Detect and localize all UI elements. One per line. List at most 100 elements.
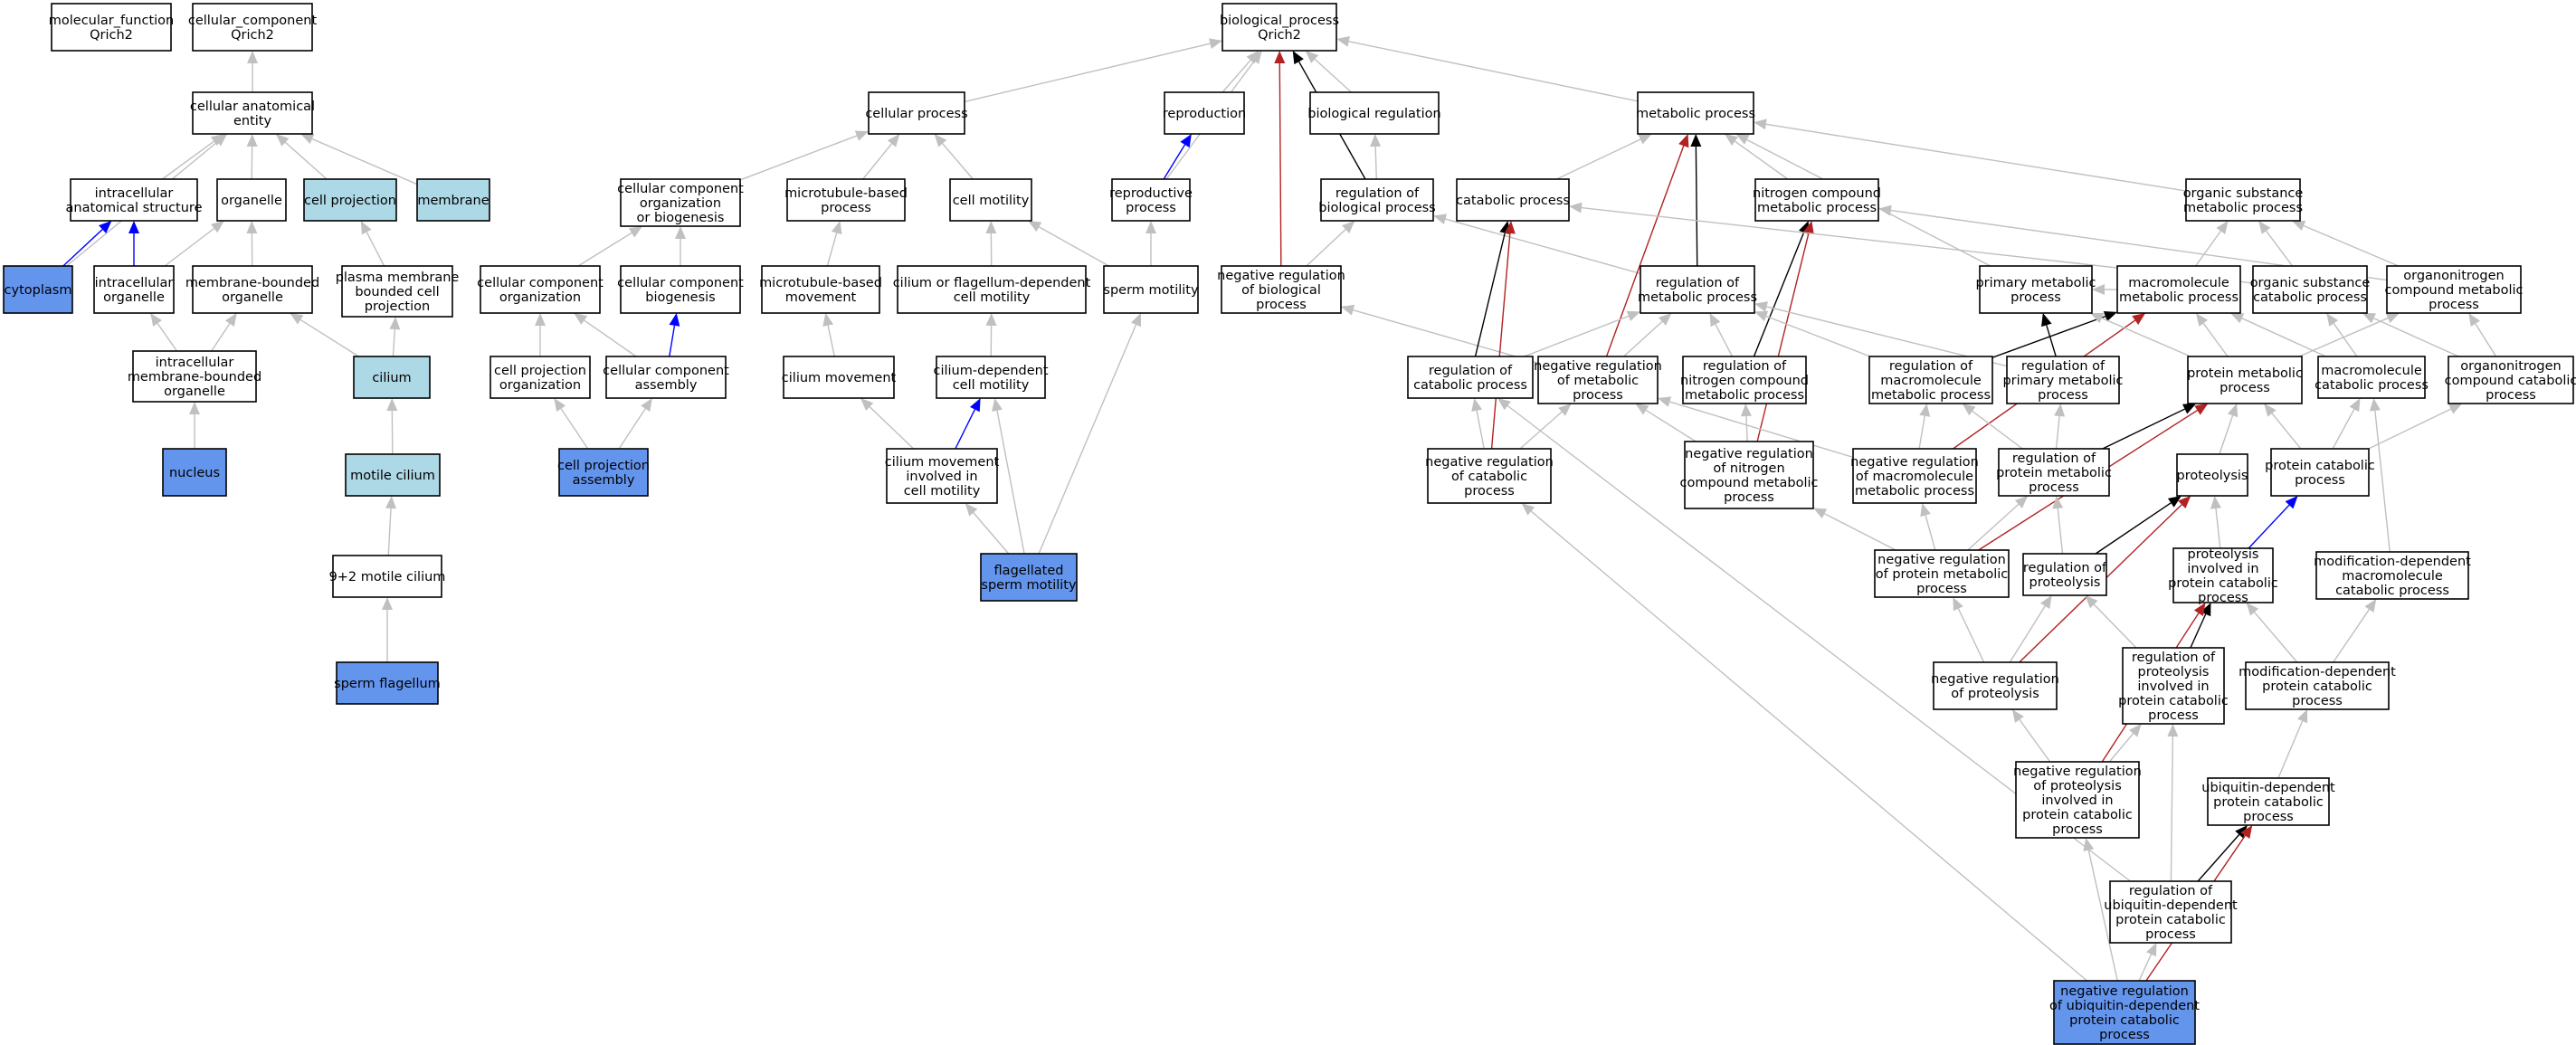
go-term-label: modification-dependent (2314, 555, 2471, 569)
go-term-metabolic-process[interactable]: metabolic process (1636, 91, 1755, 135)
edge-is-a (2362, 313, 2459, 357)
go-term-membrane[interactable]: membrane (416, 178, 490, 222)
edge-is-a (1305, 51, 1353, 93)
go-term-label: process (821, 201, 871, 215)
edge-is-a (386, 398, 398, 455)
go-term-nucleus[interactable]: nucleus (162, 448, 227, 497)
go-term-box (1874, 549, 2010, 598)
edge-is-a (2264, 404, 2302, 450)
edge-arrowhead (2230, 313, 2245, 324)
go-term-cilium-movement[interactable]: cilium movement (782, 356, 897, 399)
go-term-catabolic-process[interactable]: catabolic process (1456, 178, 1570, 222)
go-term-label: Qrich2 (90, 28, 133, 43)
go-term-cytoplasm[interactable]: cytoplasm (3, 265, 73, 314)
go-term-cilium[interactable]: cilium (353, 356, 431, 399)
go-term-label: assembly (635, 378, 698, 393)
go-term-label: cellular component (617, 276, 744, 290)
edge-arrowhead (1504, 221, 1516, 234)
edge-line (2055, 415, 2060, 450)
go-term-label: process (1126, 201, 1176, 215)
go-term-label: process (2099, 1028, 2150, 1042)
go-term-box (1309, 91, 1440, 135)
go-term-cell-projection[interactable]: cell projection (303, 178, 397, 222)
edge-part-of (669, 313, 680, 357)
go-term-sperm-flagellum[interactable]: sperm flagellum (334, 661, 441, 705)
edge-part-of (128, 221, 139, 266)
go-term-proteolysis[interactable]: proteolysis (2176, 453, 2248, 497)
edge-line (1765, 123, 2187, 192)
go-term-label: cell motility (904, 484, 981, 499)
edge-arrowhead (831, 221, 842, 235)
edge-arrowhead (1250, 51, 1262, 64)
go-term-motile-cilium[interactable]: motile cilium (345, 453, 441, 497)
edge-arrowhead (1735, 134, 1750, 145)
go-term-biological-regulation[interactable]: biological regulation (1307, 91, 1441, 135)
go-term-nine-two-motile-cilium[interactable]: 9+2 motile cilium (329, 555, 446, 598)
go-term-reg-ubiquitin-dep-pcp[interactable]: regulation ofubiquitin-dependentprotein … (2104, 880, 2238, 944)
edge-regulates (1690, 134, 1702, 267)
edge-is-a (862, 134, 900, 180)
go-term-cell-motility[interactable]: cell motility (949, 178, 1032, 222)
go-term-cellular-process[interactable]: cellular process (865, 91, 968, 135)
go-term-sperm-motility[interactable]: sperm motility (1103, 265, 1199, 314)
edge-is-a (1433, 214, 1641, 275)
go-term-mod-dep-macromolecule-cp[interactable]: modification-dependentmacromoleculecatab… (2314, 551, 2471, 600)
go-term-reproduction[interactable]: reproduction (1163, 91, 1246, 135)
go-term-organelle[interactable]: organelle (216, 178, 287, 222)
edge-is-a (1725, 134, 1789, 180)
